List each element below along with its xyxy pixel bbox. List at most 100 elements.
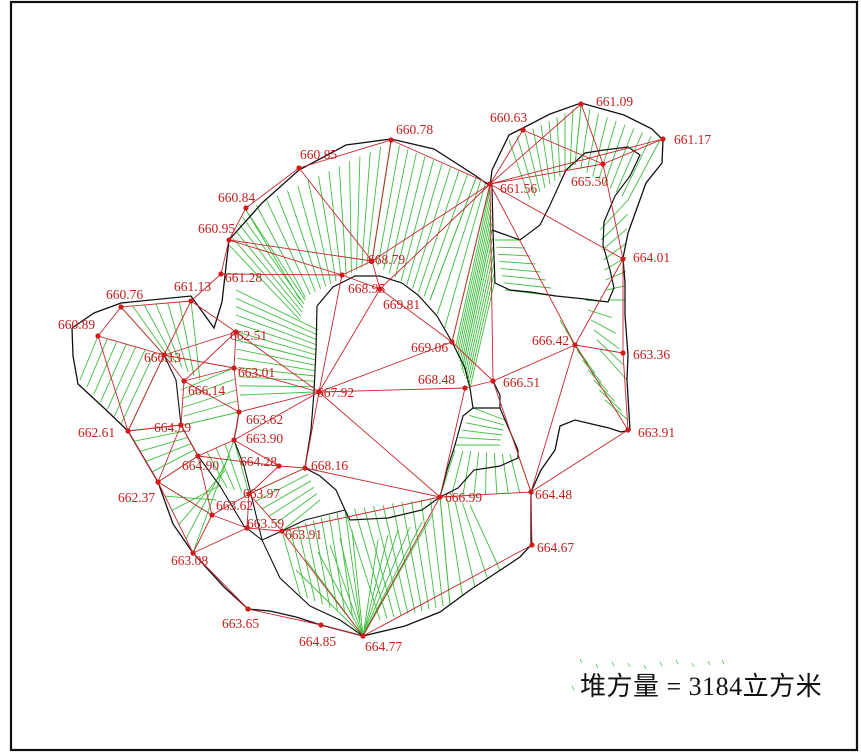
elevation-label-p34: 664.28 — [240, 454, 277, 469]
hatch-line — [181, 378, 236, 400]
elevation-label-p12: 660.76 — [106, 287, 143, 302]
triangulation-edge — [163, 354, 235, 369]
triangulation-edge — [318, 341, 453, 393]
hatch-line — [615, 132, 643, 193]
triangulation-edge — [157, 481, 194, 554]
elevation-point-p45 — [245, 606, 251, 612]
hatch-line — [457, 203, 492, 354]
triangulation-edge — [298, 167, 373, 262]
triangulation-edge — [464, 380, 494, 389]
hatch-line — [462, 502, 488, 579]
triangulation-edge — [451, 341, 494, 382]
outer-boundary — [71, 102, 664, 637]
hatch-line — [600, 213, 628, 241]
triangulation-edge — [318, 391, 441, 498]
elevation-label-p27: 666.51 — [503, 375, 540, 390]
hatch-line — [501, 453, 509, 494]
triangulation-edge — [341, 274, 381, 290]
hatch-line — [429, 177, 477, 301]
hatch-line — [499, 260, 536, 265]
hatch-line — [255, 204, 306, 298]
triangulation-edge — [304, 391, 320, 469]
hatch-line — [344, 509, 361, 621]
hatch-line — [473, 451, 480, 496]
hatch-line — [235, 314, 318, 346]
triangulation-edge — [489, 183, 624, 260]
hatch-line — [508, 139, 531, 201]
hatch-line — [307, 180, 332, 284]
elevation-label-p26: 668.48 — [418, 372, 455, 387]
elevation-point-p40 — [209, 512, 215, 518]
hatch-line — [295, 569, 364, 637]
triangulation-edge — [233, 331, 237, 369]
elevation-point-p6 — [388, 137, 394, 143]
triangulation-edge — [247, 608, 322, 626]
hatch-line — [143, 304, 177, 364]
elevation-point-p42 — [279, 528, 285, 534]
triangulation-edge — [233, 391, 320, 441]
triangulation-edge — [580, 103, 604, 165]
hatch-line — [485, 452, 487, 495]
elevation-point-p13 — [95, 333, 101, 339]
hatch-line — [609, 128, 635, 189]
hatch-line — [455, 189, 491, 346]
triangulation-edge — [602, 163, 624, 260]
triangulation-edge — [246, 493, 250, 529]
hatch-line — [237, 357, 316, 372]
hatch-line — [366, 146, 382, 265]
elevation-point-p36 — [528, 489, 534, 495]
hatch-line — [459, 216, 492, 362]
elevation-label-p29: 663.90 — [246, 431, 283, 446]
hatch-line — [587, 309, 612, 319]
elevation-point-p16 — [377, 286, 383, 292]
inner-boundary-right — [491, 146, 641, 303]
triangulation-edge — [362, 544, 533, 637]
hatch-line — [596, 339, 624, 365]
hatch-line — [412, 167, 451, 289]
triangulation-edge — [157, 455, 199, 483]
hatch-line — [439, 496, 451, 606]
hatch-line — [235, 339, 317, 361]
hatch-line — [245, 209, 306, 301]
hatch-line — [349, 161, 352, 273]
hatch-line — [86, 338, 108, 388]
triangulation-edge — [220, 273, 343, 276]
triangulation-edge — [248, 467, 306, 495]
elevation-point-p22 — [161, 352, 167, 358]
triangulation-edge — [163, 331, 237, 356]
triangulation-edge — [492, 380, 532, 493]
tick-mark — [627, 662, 631, 668]
elevation-points — [95, 101, 666, 639]
triangulation-edge — [318, 288, 381, 393]
elevation-label-p16: 669.81 — [383, 297, 420, 312]
hatch-line — [593, 379, 616, 402]
hatch-line — [180, 367, 235, 391]
triangulation-edge — [278, 465, 306, 469]
triangulation-edge — [163, 300, 192, 356]
hatch-line — [468, 271, 495, 386]
hatch-line — [235, 331, 317, 356]
triangulation-edge — [379, 183, 491, 290]
elevation-point-p29 — [231, 437, 237, 443]
triangulation-edge — [371, 139, 392, 262]
triangulation-edge — [163, 354, 185, 382]
elevation-label-p24: 666.14 — [188, 383, 225, 398]
hatch-line — [417, 170, 460, 293]
triangulation-edge — [192, 527, 248, 554]
elevation-label-p33: 664.90 — [182, 458, 219, 473]
hatch-line — [503, 282, 551, 289]
hatch-line — [178, 301, 195, 376]
hatch-line — [388, 152, 417, 274]
elevation-label-p40: 663.62 — [216, 498, 253, 513]
hatch-line — [238, 376, 315, 382]
hatch-line — [235, 230, 303, 313]
hatch-line — [362, 539, 379, 637]
elevation-point-p43 — [529, 542, 535, 548]
hatch-line — [79, 335, 99, 381]
hatch-line — [215, 447, 235, 491]
hatch-line — [469, 279, 496, 389]
hatch-line — [171, 484, 222, 511]
hatch-line — [107, 346, 137, 410]
